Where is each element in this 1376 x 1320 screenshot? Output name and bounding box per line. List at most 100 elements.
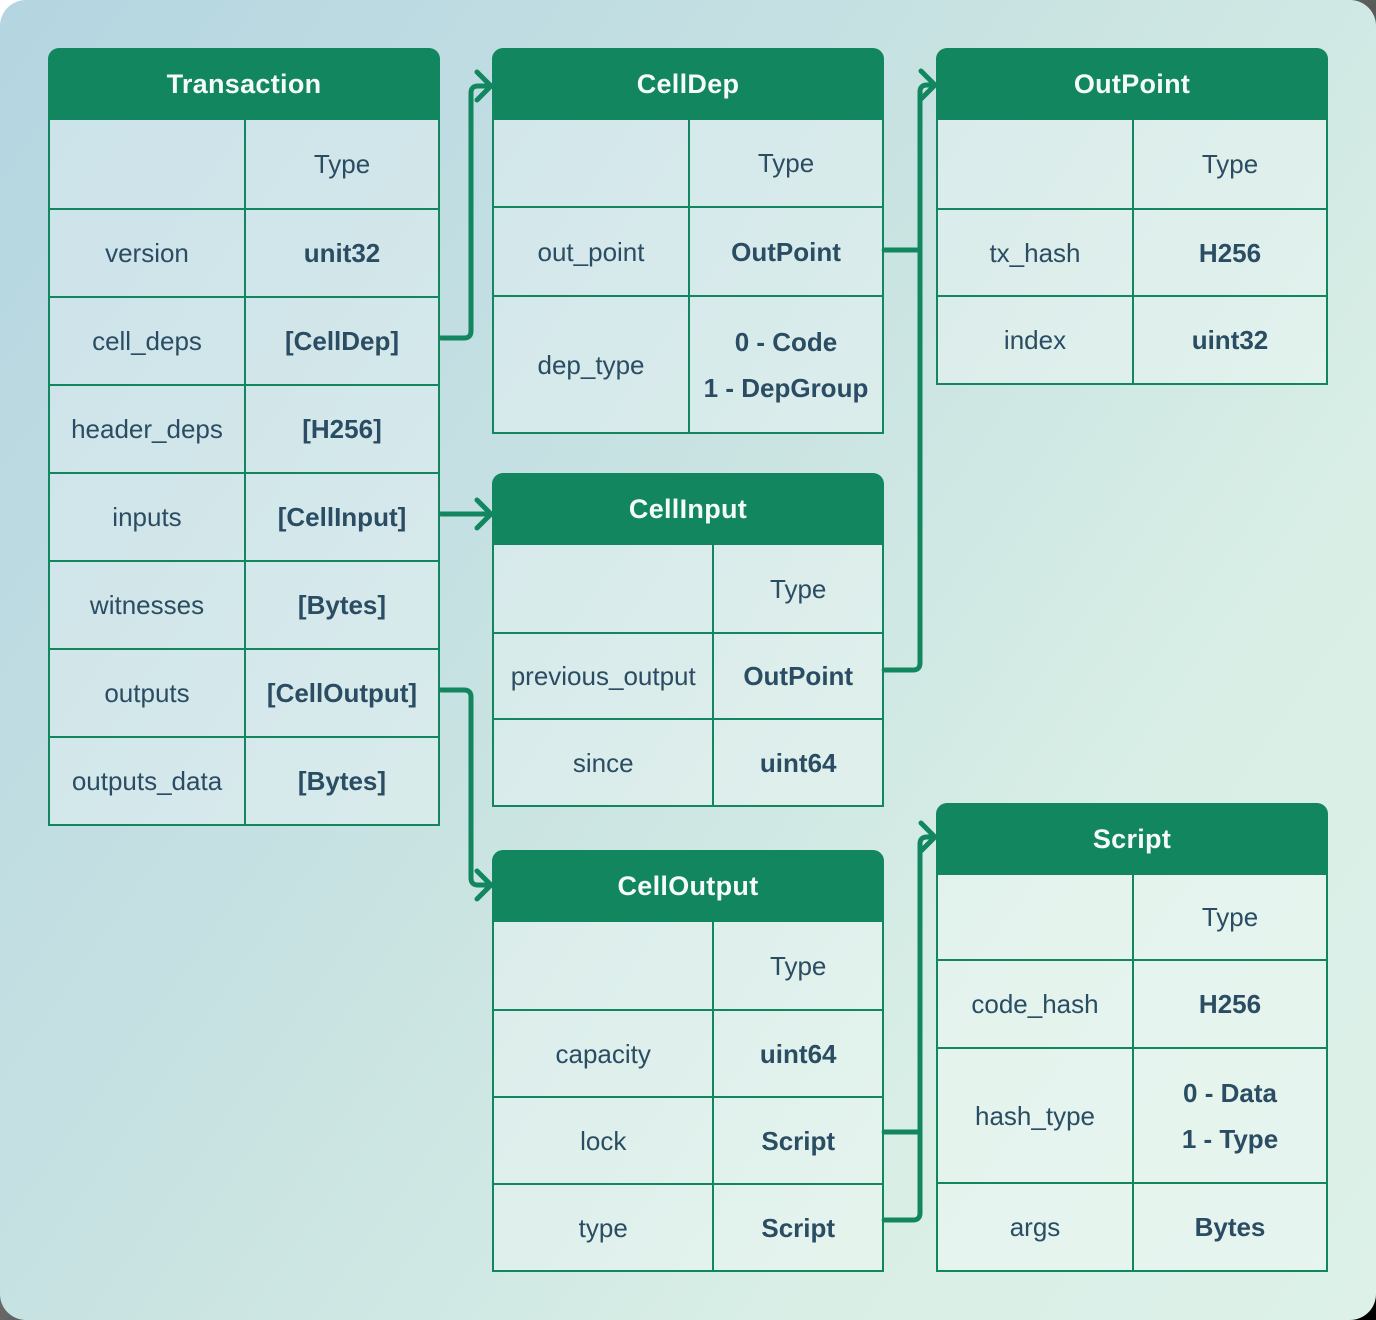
arrowhead-script-icon (918, 820, 938, 854)
cell-label: hash_type (938, 1049, 1132, 1182)
cell-value: [Bytes] (244, 738, 438, 824)
cell-label: version (50, 210, 244, 296)
cell-value: OutPoint (712, 634, 882, 718)
connector-previousoutput-to-outpoint (881, 82, 933, 673)
connector-celldeps-to-celldep (438, 83, 489, 341)
table-row: Type (494, 922, 882, 1009)
table-transaction-title: Transaction (48, 48, 440, 120)
cell-label: witnesses (50, 562, 244, 648)
table-row: Type (938, 120, 1326, 208)
cell-value: uint32 (1132, 297, 1326, 383)
cell-value: Script (712, 1098, 882, 1183)
cell-label (938, 120, 1132, 208)
cell-value: H256 (1132, 210, 1326, 295)
cell-value: 0 - Code 1 - DepGroup (688, 297, 882, 432)
cell-label: inputs (50, 474, 244, 560)
arrowhead-outpoint-icon (918, 68, 938, 102)
table-row: tx_hash H256 (938, 208, 1326, 295)
cell-label (938, 875, 1132, 959)
table-celloutput-title: CellOutput (492, 850, 884, 922)
cell-value: OutPoint (688, 208, 882, 295)
cell-value: [CellOutput] (244, 650, 438, 736)
cell-value-line1: 0 - Code (734, 326, 838, 357)
table-row: code_hash H256 (938, 959, 1326, 1047)
cell-label: tx_hash (938, 210, 1132, 295)
table-row: outputs [CellOutput] (50, 648, 438, 736)
cell-value: [Bytes] (244, 562, 438, 648)
table-celloutput-body: Type capacity uint64 lock Script type Sc… (492, 922, 884, 1272)
cell-value: H256 (1132, 961, 1326, 1047)
table-row: lock Script (494, 1096, 882, 1183)
table-row: Type (938, 875, 1326, 959)
table-celldep-title: CellDep (492, 48, 884, 120)
table-cellinput-title: CellInput (492, 473, 884, 545)
cell-value: Bytes (1132, 1184, 1326, 1270)
table-transaction: Transaction Type version unit32 cell_dep… (48, 48, 440, 826)
cell-value: Type (1132, 120, 1326, 208)
table-row: capacity uint64 (494, 1009, 882, 1096)
table-row: dep_type 0 - Code 1 - DepGroup (494, 295, 882, 432)
cell-value-line1: 0 - Data (1183, 1077, 1277, 1108)
table-row: Type (50, 120, 438, 208)
connector-type-to-script (881, 834, 933, 1223)
cell-value: uint64 (712, 720, 882, 805)
arrowhead-cellinput-icon (474, 497, 494, 531)
table-row: Type (494, 120, 882, 206)
table-row: witnesses [Bytes] (50, 560, 438, 648)
cell-label: args (938, 1184, 1132, 1270)
table-row: version unit32 (50, 208, 438, 296)
cell-value: [H256] (244, 386, 438, 472)
table-cellinput-body: Type previous_output OutPoint since uint… (492, 545, 884, 807)
arrowhead-celldep-icon (474, 69, 494, 103)
cell-label: outputs (50, 650, 244, 736)
table-row: Type (494, 545, 882, 632)
cell-label (494, 120, 688, 206)
cell-value: Script (712, 1185, 882, 1270)
table-script-title: Script (936, 803, 1328, 875)
table-outpoint-title: OutPoint (936, 48, 1328, 120)
cell-label: previous_output (494, 634, 713, 718)
table-row: inputs [CellInput] (50, 472, 438, 560)
table-row: outputs_data [Bytes] (50, 736, 438, 824)
cell-value: Type (244, 120, 438, 208)
table-row: hash_type 0 - Data 1 - Type (938, 1047, 1326, 1182)
table-row: header_deps [H256] (50, 384, 438, 472)
table-transaction-body: Type version unit32 cell_deps [CellDep] … (48, 120, 440, 826)
cell-value: Type (688, 120, 882, 206)
cell-label: cell_deps (50, 298, 244, 384)
table-script-body: Type code_hash H256 hash_type 0 - Data 1… (936, 875, 1328, 1272)
cell-value: [CellDep] (244, 298, 438, 384)
arrowhead-celloutput-icon (474, 868, 494, 902)
table-script: Script Type code_hash H256 hash_type 0 -… (936, 803, 1328, 1272)
table-row: args Bytes (938, 1182, 1326, 1270)
table-row: cell_deps [CellDep] (50, 296, 438, 384)
cell-value: Type (1132, 875, 1326, 959)
cell-label: dep_type (494, 297, 688, 432)
cell-label: index (938, 297, 1132, 383)
table-row: index uint32 (938, 295, 1326, 383)
cell-value: [CellInput] (244, 474, 438, 560)
cell-label: since (494, 720, 713, 805)
table-celldep: CellDep Type out_point OutPoint dep_type… (492, 48, 884, 434)
cell-label (494, 545, 713, 632)
cell-value-line2: 1 - DepGroup (703, 372, 869, 403)
cell-value: Type (712, 545, 882, 632)
cell-label: out_point (494, 208, 688, 295)
table-row: out_point OutPoint (494, 206, 882, 295)
cell-value: Type (712, 922, 882, 1009)
table-outpoint-body: Type tx_hash H256 index uint32 (936, 120, 1328, 385)
table-cellinput: CellInput Type previous_output OutPoint … (492, 473, 884, 807)
table-row: type Script (494, 1183, 882, 1270)
cell-label: code_hash (938, 961, 1132, 1047)
cell-label: header_deps (50, 386, 244, 472)
cell-label: type (494, 1185, 713, 1270)
cell-label: lock (494, 1098, 713, 1183)
table-celldep-body: Type out_point OutPoint dep_type 0 - Cod… (492, 120, 884, 434)
cell-value: uint64 (712, 1011, 882, 1096)
cell-label: capacity (494, 1011, 713, 1096)
cell-label (494, 922, 713, 1009)
table-outpoint: OutPoint Type tx_hash H256 index uint32 (936, 48, 1328, 385)
table-row: since uint64 (494, 718, 882, 805)
cell-value: 0 - Data 1 - Type (1132, 1049, 1326, 1182)
